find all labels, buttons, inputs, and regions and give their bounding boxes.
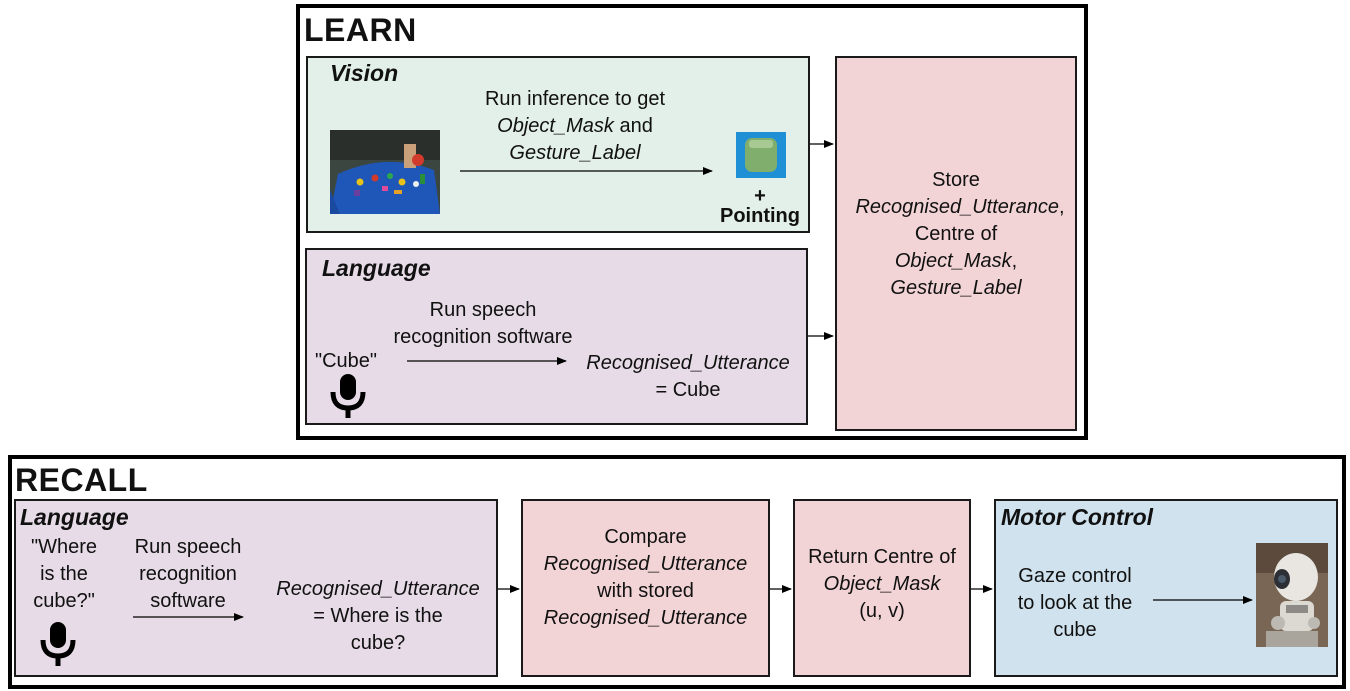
store-line3: Centre of xyxy=(914,223,998,245)
tabletop-scene-image xyxy=(330,130,440,214)
store-line4: Object_Mask, xyxy=(835,248,1077,275)
motor-line1: Gaze control xyxy=(1018,565,1132,587)
recall-speech-line1: Run speech xyxy=(134,536,242,558)
recall-language-panel xyxy=(14,499,498,677)
recall-quote-line2: is the xyxy=(40,563,88,585)
learn-language-title: Language xyxy=(322,255,431,281)
return-line1: Return Centre of xyxy=(808,546,956,568)
pointing-plus: + xyxy=(754,185,766,207)
compare-line4: Recognised_Utterance xyxy=(543,607,748,629)
vision-panel-title: Vision xyxy=(330,60,399,86)
recall-result-line2: = Where is the xyxy=(313,605,443,627)
recall-speech-line2: recognition xyxy=(139,563,237,585)
recall-result-line3: cube? xyxy=(350,632,406,654)
recall-title: RECALL xyxy=(15,462,148,498)
store-mask-term: Object_Mask xyxy=(894,250,1012,272)
motor-line3: cube xyxy=(1053,619,1097,641)
recall-result-line1: Recognised_Utterance xyxy=(276,578,480,600)
compare-line3: with stored xyxy=(597,580,694,602)
store-comma-2: , xyxy=(1011,250,1018,272)
compare-line2: Recognised_Utterance xyxy=(543,553,748,575)
recall-quote-line1: "Where xyxy=(30,536,97,558)
recall-language-title: Language xyxy=(20,504,129,530)
learn-speech-line1: Run speech xyxy=(429,299,537,321)
learn-speech-line2: recognition software xyxy=(393,326,573,348)
store-line1: Store xyxy=(932,169,980,191)
learn-result-line2: = Cube xyxy=(655,379,721,401)
store-comma-1: , xyxy=(1058,196,1065,218)
vision-step-line3: Gesture_Label xyxy=(509,142,641,164)
motor-control-title: Motor Control xyxy=(1001,504,1154,530)
object-mask-term: Object_Mask xyxy=(497,115,614,137)
store-line5: Gesture_Label xyxy=(890,277,1022,299)
vision-step-and: and xyxy=(613,115,653,137)
return-line3: (u, v) xyxy=(859,600,905,622)
learn-title: LEARN xyxy=(304,12,417,48)
compare-panel xyxy=(521,499,770,677)
motor-line2: to look at the xyxy=(1017,592,1133,614)
pointing-label: Pointing xyxy=(720,205,800,227)
learn-result-line1: Recognised_Utterance xyxy=(586,352,790,374)
learn-quote-cube: "Cube" xyxy=(314,350,377,372)
vision-step-line2: Object_Mask and xyxy=(455,113,695,140)
object-mask-image xyxy=(736,132,786,178)
return-line2: Object_Mask xyxy=(823,573,941,595)
store-utterance-term: Recognised_Utterance xyxy=(855,196,1059,218)
robot-photo-image xyxy=(1256,543,1328,647)
return-panel xyxy=(793,499,971,677)
store-panel xyxy=(835,56,1077,431)
vision-step-line1: Run inference to get xyxy=(484,88,666,110)
compare-line1: Compare xyxy=(604,526,687,548)
recall-quote-line3: cube?" xyxy=(33,590,95,612)
microphone-icon xyxy=(38,620,78,670)
store-line2: Recognised_Utterance, xyxy=(835,194,1085,221)
learn-language-panel xyxy=(305,248,808,425)
microphone-icon xyxy=(328,372,368,422)
recall-speech-line3: software xyxy=(150,590,226,612)
